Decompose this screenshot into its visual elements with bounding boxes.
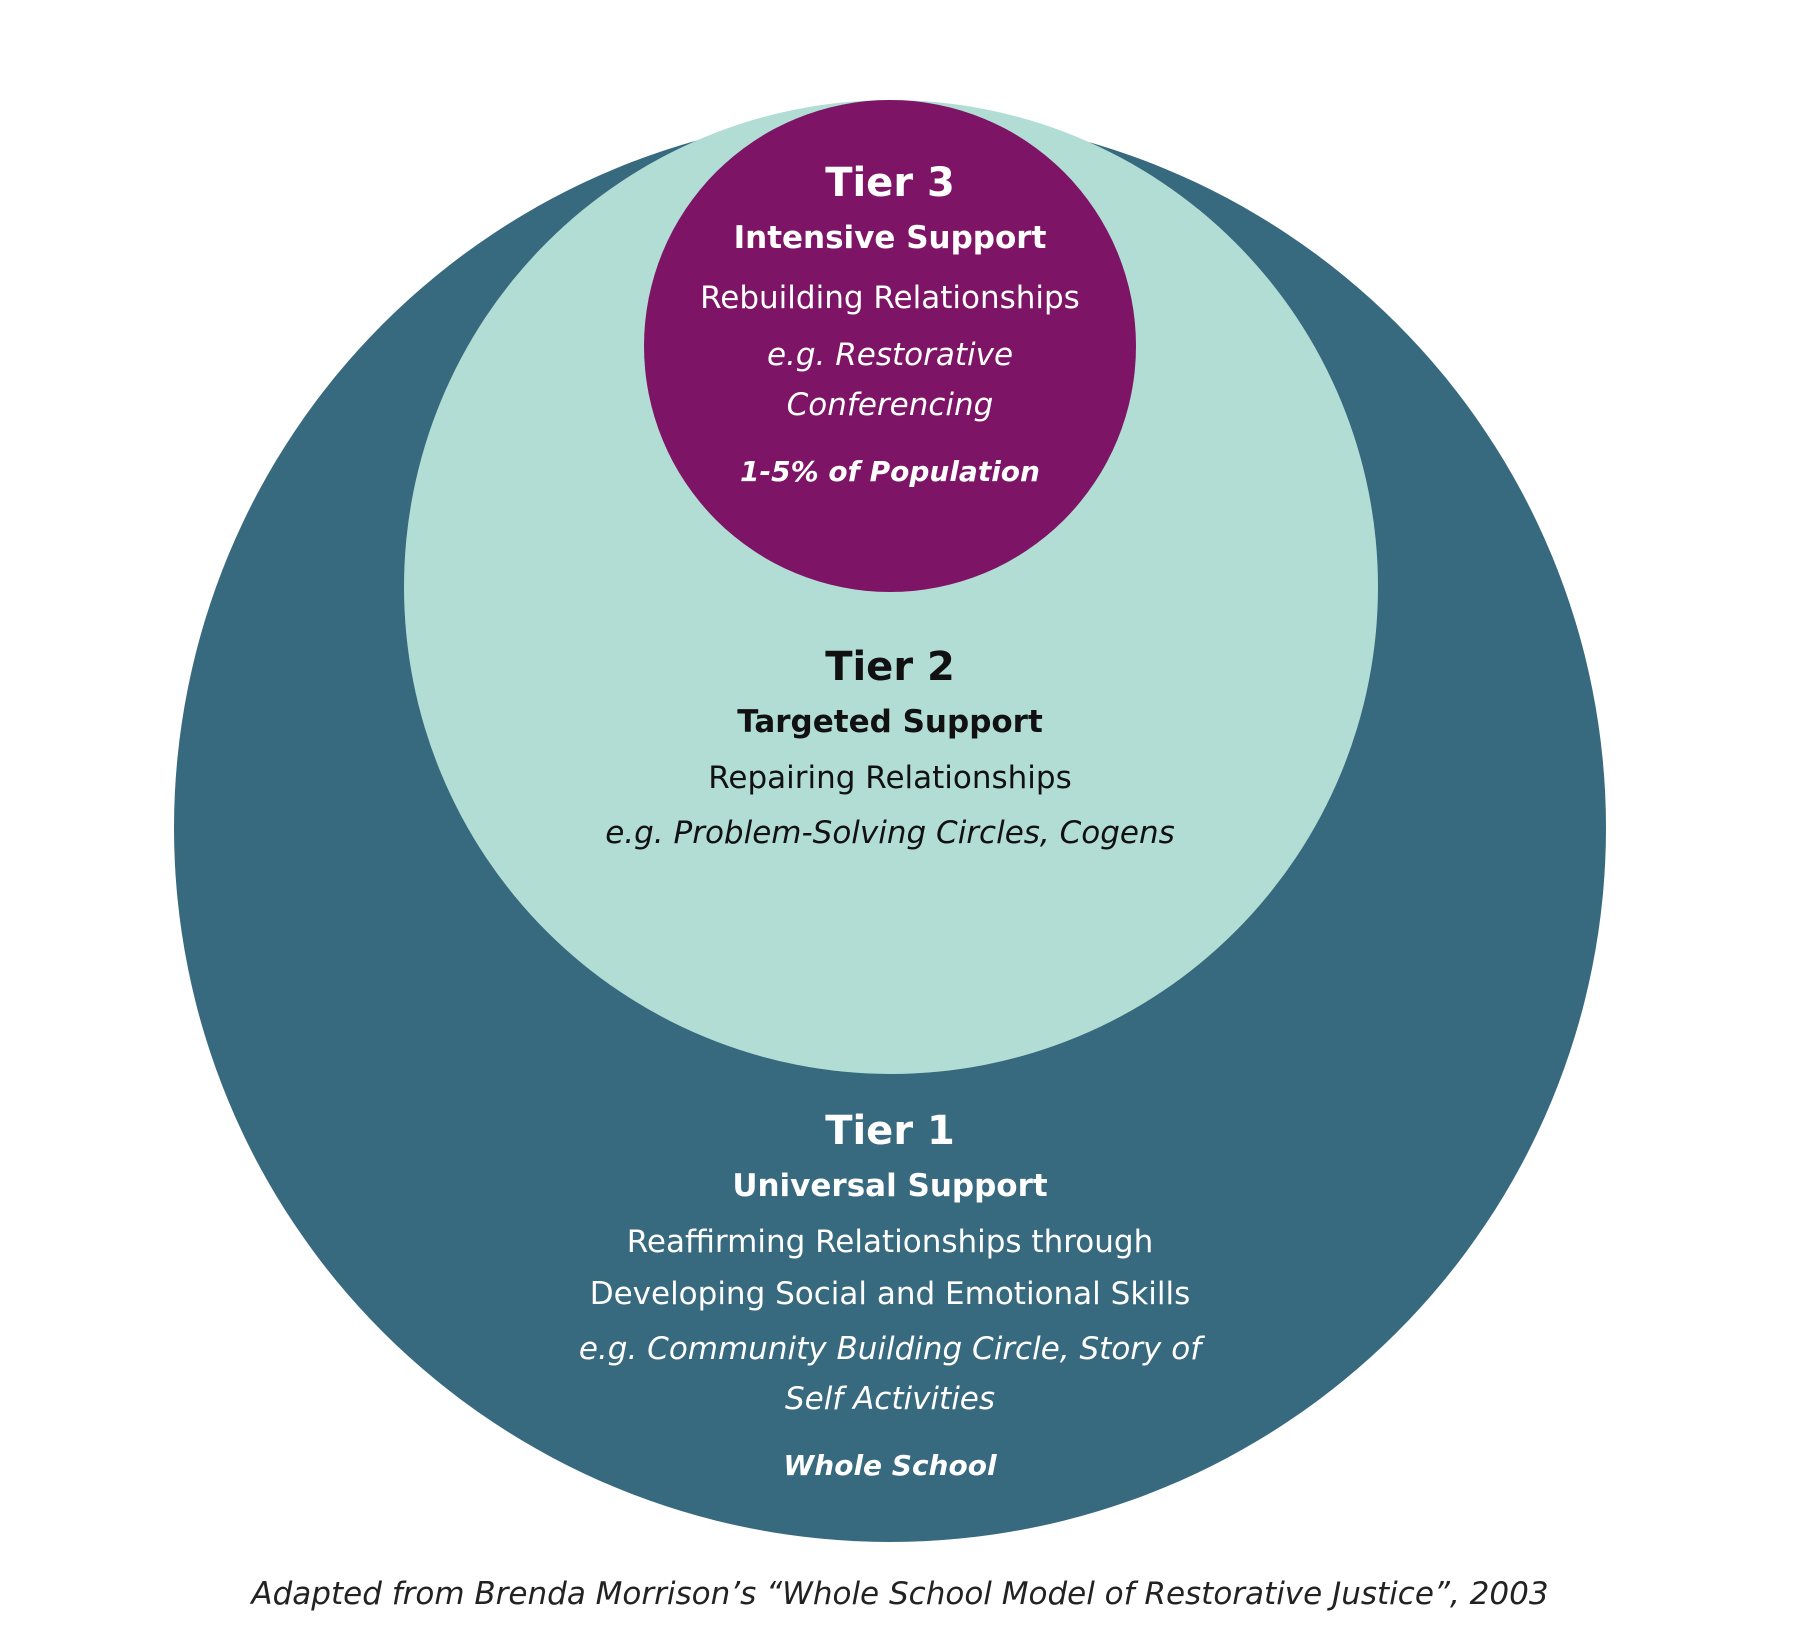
tier1-example: e.g. Community Building Circle, Story of… <box>470 1324 1310 1424</box>
tier1-description-line1: Reaffirming Relationships through <box>626 1224 1154 1260</box>
tier1-text: Tier 1 Universal Support Reaffirming Rel… <box>470 1104 1310 1486</box>
tier3-title: Tier 3 <box>825 160 955 206</box>
tier1-example-line1: e.g. Community Building Circle, Story of <box>578 1331 1202 1367</box>
tier1-example-line2: Self Activities <box>784 1381 996 1417</box>
tier1-description-line2: Developing Social and Emotional Skills <box>589 1276 1191 1312</box>
tier1-title: Tier 1 <box>825 1108 955 1154</box>
tier3-subtitle: Intensive Support <box>733 220 1047 256</box>
tier3-example-line1: e.g. Restorative <box>766 337 1014 373</box>
tier3-description: Rebuilding Relationships <box>700 280 1080 316</box>
tier3-example: e.g. Restorative Conferencing <box>640 330 1140 430</box>
tier3-example-line2: Conferencing <box>786 387 994 423</box>
tier2-description: Repairing Relationships <box>708 760 1072 796</box>
tier1-population: Whole School <box>783 1449 997 1482</box>
source-caption: Adapted from Brenda Morrison’s “Whole Sc… <box>251 1576 1549 1612</box>
tier3-text: Tier 3 Intensive Support Rebuilding Rela… <box>640 156 1140 492</box>
tier2-subtitle: Targeted Support <box>737 704 1043 740</box>
tier3-circle <box>644 100 1136 592</box>
tier2-text: Tier 2 Targeted Support Repairing Relati… <box>470 640 1310 858</box>
tier2-example: e.g. Problem-Solving Circles, Cogens <box>605 815 1175 851</box>
tier1-description: Reaffirming Relationships through Develo… <box>470 1216 1310 1320</box>
tier2-title: Tier 2 <box>825 644 955 690</box>
tier3-population: 1-5% of Population <box>740 455 1040 488</box>
tier1-subtitle: Universal Support <box>732 1168 1048 1204</box>
